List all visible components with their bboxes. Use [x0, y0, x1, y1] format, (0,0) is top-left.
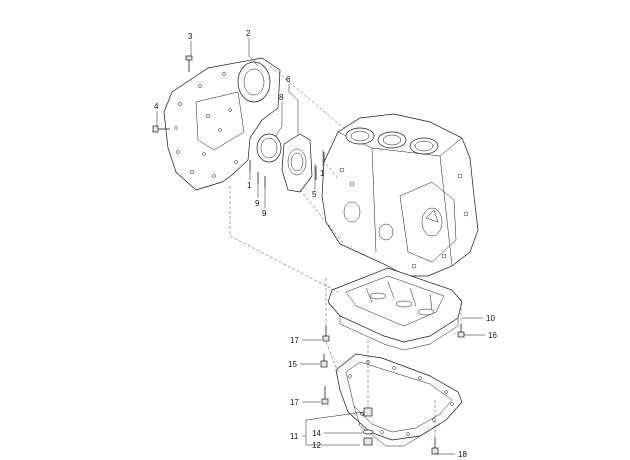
dowel-pins: [249, 152, 325, 188]
drain-plug-assembly: [362, 407, 374, 446]
callout-1-right: 1: [320, 169, 325, 178]
callout-5: 5: [312, 190, 317, 199]
callout-11: 11: [290, 432, 299, 441]
callout-17-upper: 17: [290, 336, 299, 345]
callout-1-left: 1: [247, 181, 252, 190]
callout-10: 10: [486, 314, 495, 323]
bolt-4: [152, 125, 170, 133]
callout-6: 6: [286, 75, 291, 84]
callout-15: 15: [288, 360, 297, 369]
bolt-17-lower: [321, 386, 329, 405]
callout-2: 2: [246, 29, 251, 38]
bolt-3: [185, 55, 193, 72]
callout-9-right: 9: [262, 209, 267, 218]
callout-16: 16: [488, 331, 497, 340]
leader-lines: [156, 38, 485, 455]
bolt-16: [457, 324, 465, 338]
callout-14: 14: [312, 429, 321, 438]
callout-8: 8: [279, 93, 284, 102]
callout-4: 4: [154, 102, 159, 111]
callout-17-lower: 17: [290, 398, 299, 407]
oil-pan: [335, 353, 463, 447]
cylinder-block: [321, 113, 479, 277]
callout-18: 18: [458, 450, 467, 459]
alignment-lines: [229, 65, 462, 438]
seal-housing: [281, 133, 313, 193]
callout-9-left: 9: [255, 199, 260, 208]
callout-3: 3: [188, 32, 193, 41]
bolt-15: [320, 354, 328, 368]
callout-labels: 3 2 4 6 8 1 5 1 9 9 10 16 17 15 17 11 14…: [154, 29, 497, 459]
oil-seal: [256, 133, 282, 163]
bolt-18: [431, 438, 439, 455]
rear-end-plate: [163, 57, 281, 191]
oil-pan-upper-frame: [327, 267, 463, 351]
bolt-17-upper: [322, 326, 330, 342]
callout-12: 12: [312, 441, 321, 450]
